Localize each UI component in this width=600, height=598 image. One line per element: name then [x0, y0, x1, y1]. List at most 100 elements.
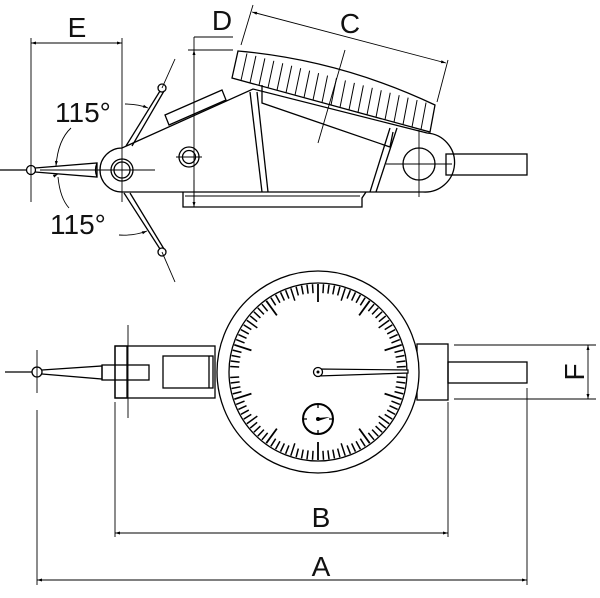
bezel-tooth	[420, 102, 427, 130]
dial-tick	[230, 360, 240, 363]
dial-tick	[359, 438, 366, 447]
dial-tick	[395, 354, 405, 358]
dimension-label-b: B	[312, 502, 331, 533]
dial-tick	[284, 289, 290, 299]
dial-tick	[332, 285, 336, 295]
dial-tick	[238, 333, 247, 340]
dial-tick	[240, 409, 250, 416]
dial-tick	[246, 415, 258, 425]
dial-tick	[231, 354, 241, 358]
dial-tick	[375, 311, 383, 319]
dial-tick	[346, 289, 352, 299]
dimension-label-e: E	[68, 12, 87, 43]
dial-tick	[306, 284, 309, 294]
right-lug	[416, 343, 528, 401]
lever-arms: 115° 115°	[50, 58, 176, 283]
bezel-tooth	[375, 90, 382, 118]
dial-tick	[386, 409, 396, 416]
dimension-label-f: F	[559, 363, 590, 380]
dial-tick	[243, 413, 252, 420]
dial-tick	[355, 294, 362, 304]
dimension-label-c: C	[340, 8, 360, 39]
bezel-tooth	[321, 75, 329, 103]
dial-tick	[322, 284, 325, 294]
bezel-tooth	[348, 82, 355, 111]
dial-tick	[279, 443, 286, 452]
revolution-counter-dial	[302, 403, 334, 435]
dimension-a: A	[36, 388, 528, 585]
dial-tick	[396, 381, 406, 384]
dial-tick	[265, 300, 278, 316]
dial-tick	[340, 288, 346, 301]
dial-tick	[384, 413, 393, 420]
bezel-tooth	[312, 72, 320, 101]
dial-tick	[375, 425, 383, 433]
dial-tick	[257, 307, 265, 315]
dial-tick	[270, 297, 277, 306]
dial-tick	[367, 432, 375, 441]
dial-tick	[327, 450, 330, 460]
dimension-label-a: A	[312, 551, 331, 582]
dial-tick	[384, 324, 393, 331]
side-view: E	[0, 4, 528, 283]
dial-tick	[378, 315, 387, 323]
dial-tick	[279, 292, 286, 301]
dial-tick	[340, 443, 346, 456]
dial-tick	[386, 328, 396, 335]
dial-tick	[346, 445, 352, 455]
dial-tick	[234, 392, 252, 401]
dial-tick	[359, 297, 366, 306]
dial-tick	[306, 450, 309, 460]
dial-tick	[274, 440, 281, 450]
dial-tick	[300, 449, 304, 459]
dial-tick	[394, 390, 404, 395]
dial-tick	[358, 300, 371, 316]
dimension-c: C	[240, 4, 449, 103]
left-lug	[114, 345, 216, 399]
dial-tick	[371, 307, 379, 315]
dial-tick	[389, 333, 398, 340]
dial-tick	[232, 390, 242, 395]
dial-tick	[274, 294, 281, 304]
front-view: F B A	[5, 270, 596, 585]
dial-tick	[350, 443, 357, 452]
dial-tick	[261, 432, 269, 441]
bezel-tooth	[249, 55, 257, 84]
bezel-tooth	[240, 53, 248, 81]
bezel-tooth	[393, 95, 400, 123]
dial-tick	[350, 292, 357, 301]
dial-tick	[384, 392, 402, 401]
dial-tick	[253, 311, 261, 319]
dimension-b: B	[114, 402, 449, 537]
dial-tick	[230, 376, 240, 379]
dial-tick	[290, 443, 296, 456]
dial-tick	[231, 386, 241, 390]
dial-face	[216, 270, 420, 474]
dimension-d: D	[188, 5, 233, 207]
bezel-tooth	[357, 85, 364, 113]
dial-tick	[249, 315, 258, 323]
stylus-front	[5, 325, 150, 418]
dial-tick	[322, 450, 325, 460]
dial-tick	[396, 376, 406, 379]
dial-tick	[371, 429, 379, 437]
dial-tick	[295, 286, 300, 296]
dial-tick	[311, 284, 314, 294]
angle-label-lower: 115°	[50, 209, 106, 240]
bezel-tooth	[267, 60, 275, 88]
dial-tick	[234, 343, 252, 352]
bezel-tooth	[411, 99, 418, 128]
dimension-f: F	[454, 344, 596, 400]
bezel-tooth	[402, 97, 409, 125]
dial-tick	[300, 285, 304, 295]
dial-tick	[290, 288, 296, 301]
bezel-tooth	[366, 87, 373, 115]
dial-tick	[336, 448, 341, 458]
dial-tick	[230, 365, 240, 368]
dial-tick	[355, 440, 362, 450]
dial-tick	[378, 319, 390, 329]
dial-tick	[378, 415, 390, 425]
dial-tick	[327, 284, 330, 294]
dial-tick	[232, 349, 242, 354]
